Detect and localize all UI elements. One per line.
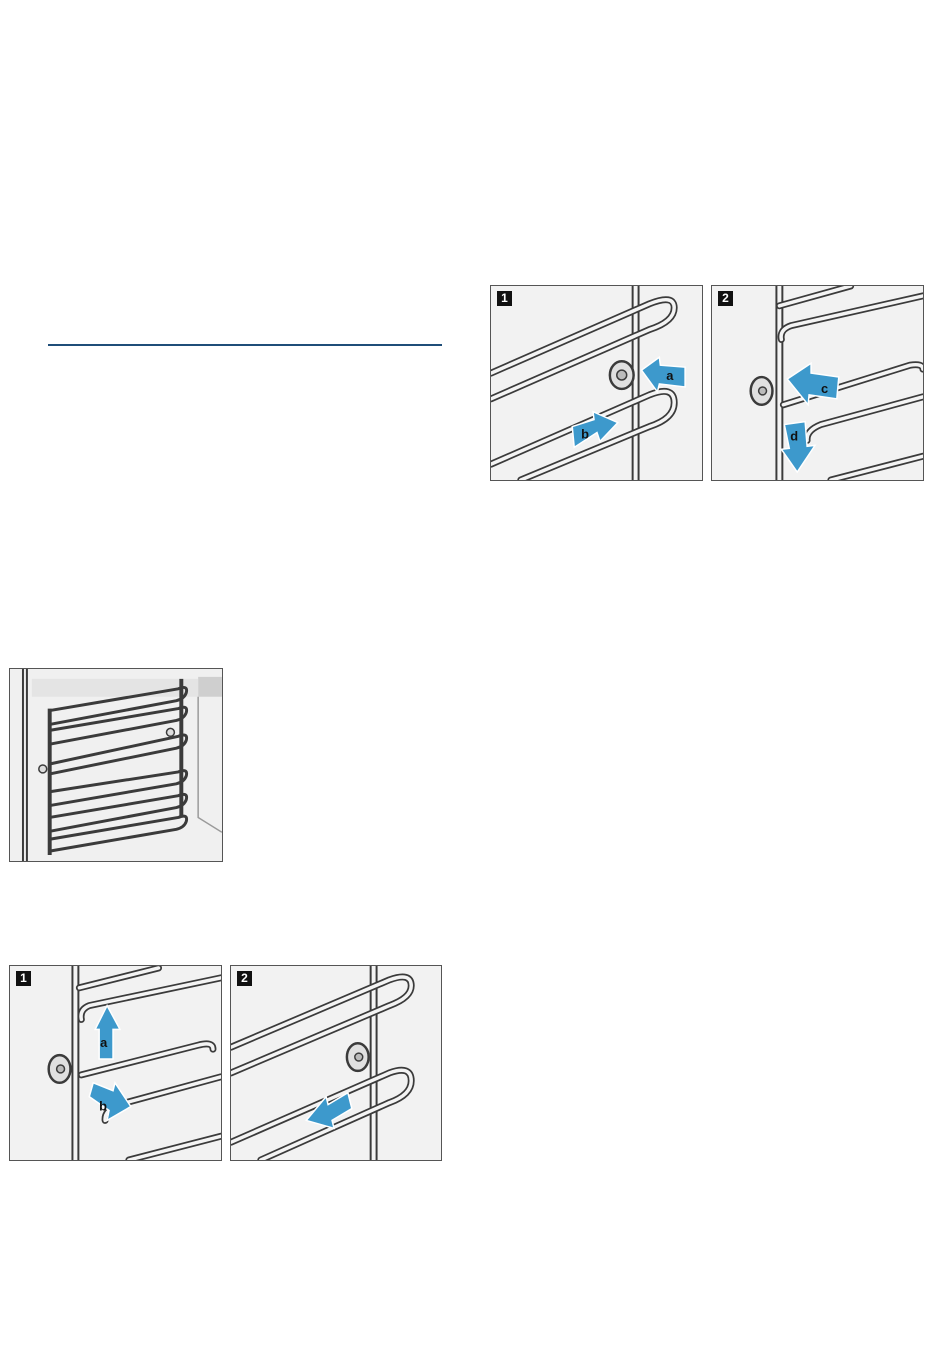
rack-rail-upper — [231, 977, 411, 1073]
figure-panel-top-2: 2 c d — [711, 285, 924, 481]
rack-illustration: a b — [10, 966, 221, 1160]
svg-text:a: a — [666, 368, 674, 383]
svg-text:a: a — [100, 1035, 108, 1050]
rack-illustration: a b — [491, 286, 702, 480]
step-badge: 2 — [718, 291, 733, 306]
arrow-a: a — [642, 357, 686, 392]
step-badge: 2 — [237, 971, 252, 986]
figure-panel-oven-rack — [9, 668, 223, 862]
rack-illustration — [231, 966, 441, 1160]
rack-rail-lower — [831, 456, 923, 480]
rack-rail-upper — [779, 286, 923, 339]
step-badge: 1 — [16, 971, 31, 986]
svg-text:d: d — [790, 428, 798, 443]
figure-panel-top-1: 1 a b — [490, 285, 703, 481]
section-divider — [48, 344, 442, 346]
svg-text:b: b — [581, 426, 589, 441]
rack-illustration: c d — [712, 286, 923, 480]
mounting-bolt — [39, 765, 47, 773]
rack-rail-lower — [129, 1136, 221, 1160]
figure-panel-bottom-2: 2 — [230, 965, 442, 1161]
mounting-bolt — [166, 728, 174, 736]
arrow-b: b — [89, 1083, 131, 1121]
oven-rack-illustration — [10, 669, 222, 861]
rack-rail-upper — [79, 968, 221, 1019]
figure-panel-bottom-1: 1 a b — [9, 965, 222, 1161]
rack-rail-upper — [491, 300, 674, 399]
svg-text:c: c — [821, 381, 828, 396]
step-badge: 1 — [497, 291, 512, 306]
arrow-a: a — [95, 1006, 120, 1059]
svg-text:b: b — [99, 1099, 107, 1114]
